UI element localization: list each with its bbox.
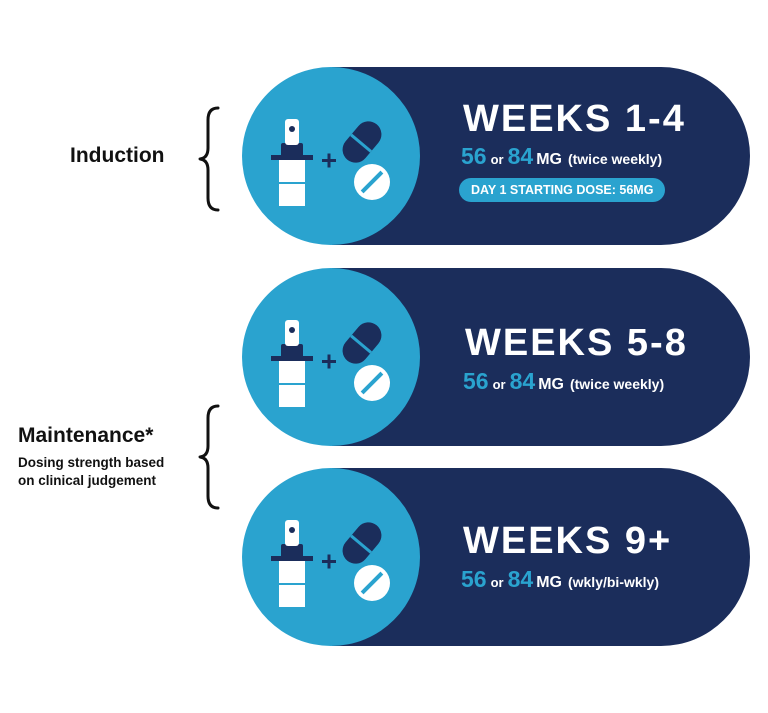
tablet-icon (354, 365, 390, 401)
nasal-spray-icon (271, 119, 313, 206)
dose-unit-2: MG (538, 376, 564, 393)
plus-icon (322, 354, 336, 369)
dose-low-2: 56 (463, 368, 489, 394)
tablet-icon (354, 164, 390, 200)
phase-icon-circle-3 (242, 468, 420, 646)
dose-or-2: or (492, 377, 506, 392)
dose-low-3: 56 (461, 566, 487, 592)
starting-dose-badge: DAY 1 STARTING DOSE: 56MG (459, 178, 666, 202)
phase-title-2: WEEKS 5-8 (465, 322, 688, 364)
phase-title-3: WEEKS 9+ (463, 520, 673, 562)
dose-or-3: or (490, 575, 504, 590)
plus-icon (322, 153, 336, 168)
capsule-icon (342, 522, 382, 564)
phase-icon-circle-1 (242, 67, 420, 245)
dosing-icons-2 (271, 320, 390, 407)
dose-or-1: or (490, 152, 504, 167)
nasal-spray-icon (271, 520, 313, 607)
induction-title: Induction (70, 144, 165, 167)
dose-unit-1: MG (536, 151, 562, 168)
dose-frequency-2: (twice weekly) (569, 376, 665, 392)
phase-icon-circle-2 (242, 268, 420, 446)
dosing-icons-3 (271, 520, 390, 607)
phase-title-1: WEEKS 1-4 (463, 98, 686, 140)
nasal-spray-icon (271, 320, 313, 407)
capsule-icon (342, 322, 382, 364)
dose-high-1: 84 (507, 143, 534, 169)
capsule-icon (342, 121, 382, 163)
dose-frequency-3: (wkly/bi-wkly) (567, 574, 659, 590)
maintenance-brace (198, 404, 220, 510)
dose-unit-3: MG (536, 574, 562, 591)
plus-icon (322, 554, 336, 569)
maintenance-label: Maintenance* Dosing strength based on cl… (18, 424, 178, 490)
dose-high-2: 84 (509, 368, 536, 394)
maintenance-title: Maintenance* (18, 424, 154, 447)
dose-frequency-1: (twice weekly) (567, 151, 663, 167)
dosing-icons-1 (271, 119, 390, 206)
dose-low-1: 56 (461, 143, 487, 169)
maintenance-note: Dosing strength based on clinical judgem… (18, 455, 165, 488)
tablet-icon (354, 565, 390, 601)
induction-brace (198, 106, 220, 212)
dose-high-3: 84 (507, 566, 534, 592)
induction-label: Induction (70, 144, 164, 168)
